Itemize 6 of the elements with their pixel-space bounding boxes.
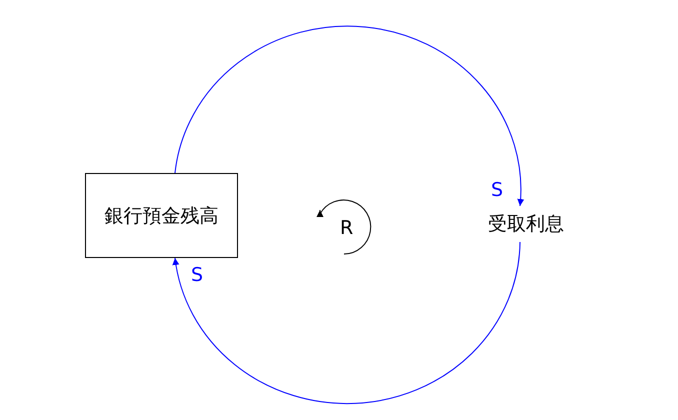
causal-arrow — [174, 26, 524, 206]
variable-label: 受取利息 — [476, 208, 576, 240]
causal-arrow — [172, 242, 520, 404]
stock-box — [85, 173, 238, 258]
loop-label: R — [339, 218, 354, 238]
stock-name: 銀行預金残高 — [104, 204, 218, 228]
